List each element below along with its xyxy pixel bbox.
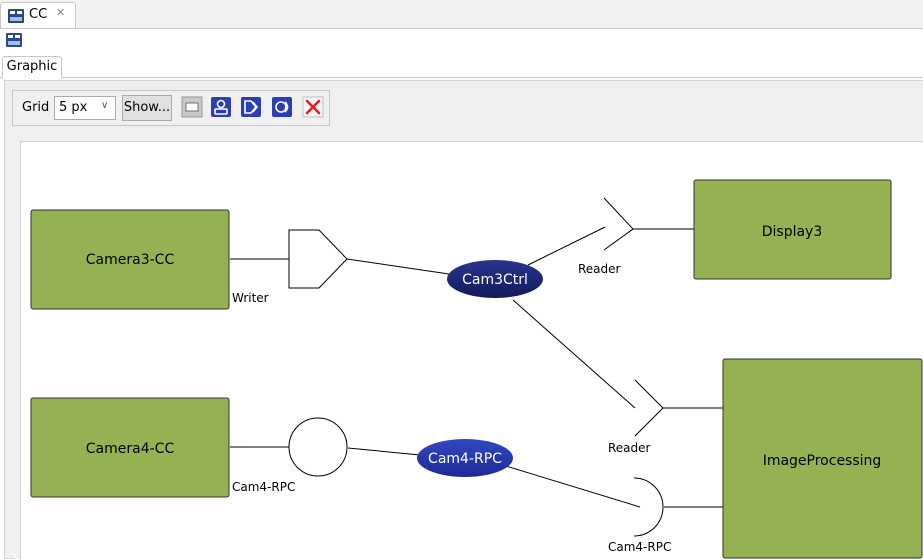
port-label: Reader bbox=[578, 262, 621, 276]
close-icon[interactable]: ✕ bbox=[56, 6, 66, 19]
show-button[interactable]: Show... bbox=[122, 95, 172, 121]
rpc-server-port[interactable] bbox=[633, 477, 664, 537]
component-label: Camera4-CC bbox=[86, 441, 175, 457]
component-label: Camera3-CC bbox=[86, 252, 175, 268]
view-tab-bar: Graphic bbox=[0, 56, 923, 78]
participant-icon[interactable] bbox=[210, 96, 232, 118]
connector-line bbox=[512, 299, 636, 409]
topic-cam3ctrl[interactable]: Cam3Ctrl bbox=[447, 260, 543, 298]
connector-line bbox=[346, 258, 450, 275]
editor-tab-bar: CC ✕ bbox=[0, 0, 923, 29]
connector-line bbox=[527, 226, 606, 266]
editor-tab-label: CC bbox=[29, 7, 48, 22]
connector-line bbox=[505, 465, 641, 508]
port-label: Writer bbox=[232, 291, 269, 305]
tab-graphic[interactable]: Graphic bbox=[2, 56, 62, 78]
frame-icon[interactable] bbox=[181, 96, 203, 118]
diagram-file-icon bbox=[8, 9, 24, 23]
component-camera3-cc[interactable]: Camera3-CC bbox=[30, 209, 230, 310]
writer-port-icon[interactable] bbox=[240, 96, 262, 118]
delete-icon[interactable] bbox=[302, 96, 324, 118]
connector-line bbox=[347, 447, 421, 456]
rpc-client-port[interactable] bbox=[288, 417, 348, 477]
diagram-view-icon bbox=[6, 33, 22, 47]
reader-port[interactable] bbox=[603, 197, 634, 251]
topic-label: Cam3Ctrl bbox=[462, 272, 528, 288]
component-label: Display3 bbox=[762, 224, 823, 240]
grid-label: Grid bbox=[22, 100, 50, 115]
topic-cam4-rpc[interactable]: Cam4-RPC bbox=[417, 439, 513, 477]
writer-port[interactable] bbox=[288, 229, 348, 289]
port-label: Cam4-RPC bbox=[608, 540, 671, 554]
port-label: Cam4-RPC bbox=[232, 480, 295, 494]
reader-port-icon[interactable] bbox=[271, 96, 293, 118]
component-imageprocessing[interactable]: ImageProcessing bbox=[722, 358, 923, 559]
component-display3[interactable]: Display3 bbox=[693, 179, 892, 280]
reader-port[interactable] bbox=[634, 379, 664, 437]
topic-label: Cam4-RPC bbox=[428, 451, 502, 467]
component-label: ImageProcessing bbox=[763, 453, 882, 469]
chevron-down-icon: ∨ bbox=[101, 100, 109, 111]
port-label: Reader bbox=[608, 441, 651, 455]
grid-size-select[interactable]: 5 px ∨ bbox=[54, 96, 116, 120]
grid-size-value: 5 px bbox=[59, 100, 88, 115]
editor-tab-cc[interactable]: CC ✕ bbox=[0, 2, 76, 28]
component-camera4-cc[interactable]: Camera4-CC bbox=[30, 397, 230, 498]
